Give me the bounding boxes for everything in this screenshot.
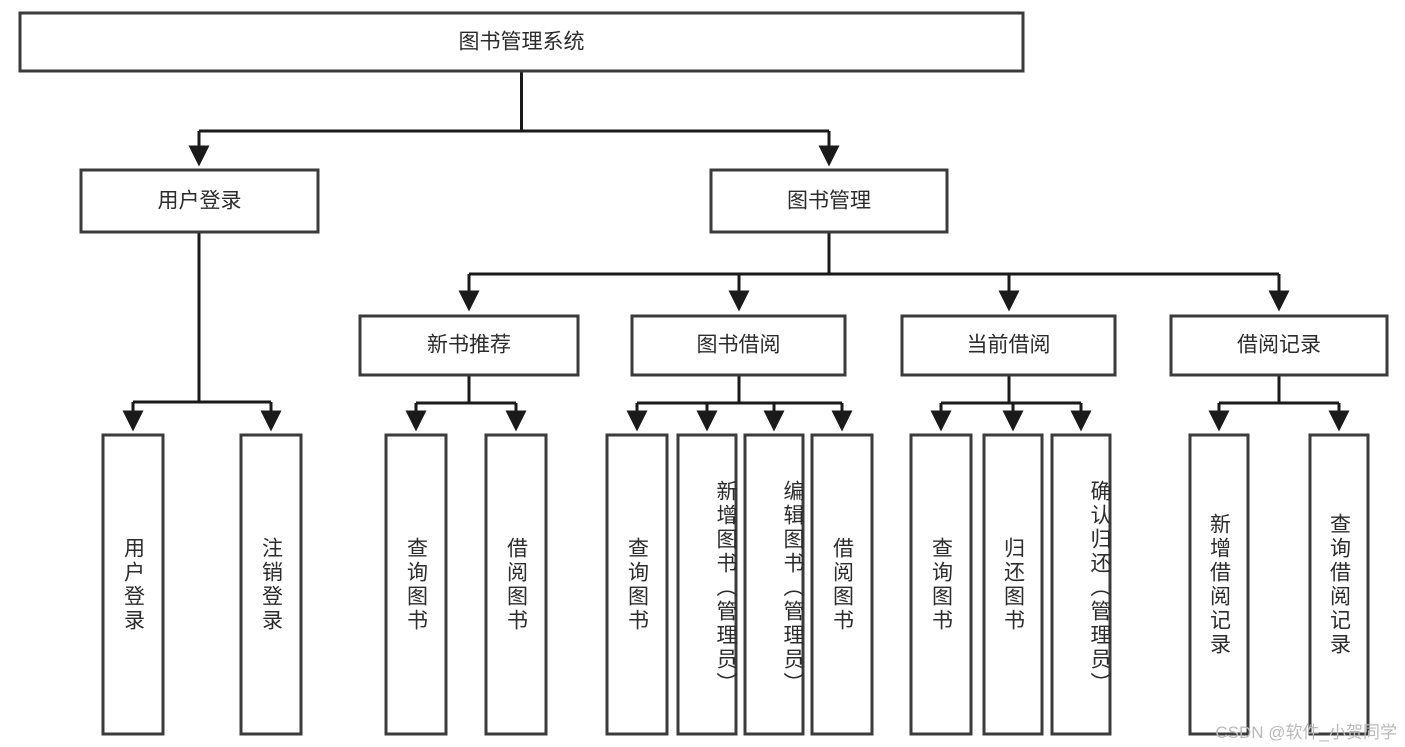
connector-group-book-manage: [458, 232, 1290, 312]
connector-group-root: [188, 71, 840, 167]
connector-group-new-book: [405, 375, 527, 432]
leaf-node-query-borrow-record[interactable]: [1308, 433, 1370, 736]
leaf-node-user-login[interactable]: [101, 433, 165, 736]
node-borrow-record[interactable]: 借阅记录: [1169, 314, 1389, 377]
leaf-node-return-book[interactable]: [982, 433, 1044, 736]
leaf-node-query-book-recommend[interactable]: [384, 433, 448, 736]
node-borrow-record-label: 借阅记录: [1237, 334, 1321, 357]
leaf-node-query-book-current[interactable]: [909, 433, 973, 736]
node-current-borrow[interactable]: 当前借阅: [900, 314, 1117, 377]
node-book-management-label: 图书管理: [787, 190, 871, 213]
node-current-borrow-label: 当前借阅: [967, 334, 1051, 357]
node-user-login-label: 用户登录: [158, 190, 242, 213]
leaf-node-borrow-book-recommend[interactable]: [484, 433, 548, 736]
node-book-borrow-label: 图书借阅: [697, 334, 781, 357]
node-user-login[interactable]: 用户登录: [79, 168, 320, 234]
node-book-management[interactable]: 图书管理: [709, 168, 949, 234]
leaf-node-add-book-admin[interactable]: [676, 433, 738, 736]
connector-group-borrow: [626, 375, 853, 432]
node-root-system[interactable]: 图书管理系统: [18, 11, 1025, 73]
leaf-node-query-book-borrow[interactable]: [605, 433, 669, 736]
csdn-watermark: CSDN @软件_小贺同学: [1215, 723, 1397, 742]
leaf-node-logout[interactable]: [239, 433, 303, 736]
node-new-book-recommend[interactable]: 新书推荐: [358, 314, 580, 377]
node-new-book-recommend-label: 新书推荐: [427, 334, 511, 357]
node-root-system-label: 图书管理系统: [459, 31, 585, 54]
connector-group-current-borrow: [930, 375, 1092, 432]
connector-group-borrow-record: [1208, 375, 1350, 432]
node-book-borrow[interactable]: 图书借阅: [630, 314, 847, 377]
leaf-node-add-borrow-record[interactable]: [1188, 433, 1250, 736]
leaf-node-confirm-return-admin[interactable]: [1050, 433, 1112, 736]
connector-group-user-login: [122, 232, 282, 432]
leaf-node-edit-book-admin[interactable]: [743, 433, 805, 736]
leaf-node-borrow-book[interactable]: [810, 433, 874, 736]
